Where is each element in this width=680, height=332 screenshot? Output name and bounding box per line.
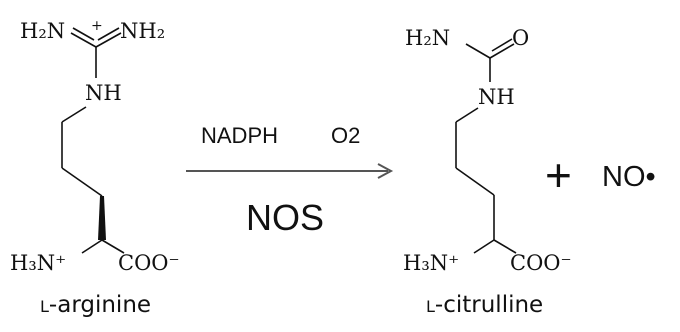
- enzyme-nos: NOS: [246, 197, 324, 238]
- arginine-bond-ca-nh3: [81, 239, 103, 254]
- citrulline-bond-ch2-ch2b: [455, 167, 495, 196]
- arginine-caption-smallcap: L: [40, 297, 49, 316]
- citrulline-carboxylate: COO⁻: [510, 251, 572, 275]
- citrulline-nh2: H₂N: [405, 26, 450, 50]
- cofactor-nadph: NADPH: [201, 123, 278, 148]
- arginine-nh2-right: NH₂: [120, 19, 165, 43]
- byproduct-no: NO•: [602, 161, 656, 193]
- citrulline-bond-c-o-double: [491, 38, 513, 52]
- arginine-bond-c-n-left-double: [72, 27, 95, 41]
- arginine-nh2-left: H₂N: [20, 19, 65, 43]
- arginine-carboxylate: COO⁻: [118, 251, 180, 275]
- arginine-bond-c-n-right: [95, 32, 122, 48]
- citrulline-bond-ca-nh3: [473, 239, 495, 254]
- arginine-structure: [61, 27, 125, 254]
- citrulline-bond-ca-coo: [493, 239, 517, 254]
- citrulline-bond-nh-ch2: [455, 107, 479, 123]
- arrow-head: [377, 163, 394, 179]
- arginine-charge: +: [91, 18, 103, 34]
- citrulline-caption-rest: -citrulline: [434, 292, 544, 318]
- citrulline-bond-n-c: [465, 43, 491, 59]
- citrulline-oxygen: O: [512, 26, 529, 50]
- citrulline-amine: H₃N⁺: [403, 251, 459, 275]
- cofactor-o2: O2: [331, 123, 360, 148]
- citrulline-caption-smallcap: L: [426, 297, 435, 316]
- arginine-amine: H₃N⁺: [10, 251, 66, 275]
- arginine-bond-ca-coo: [101, 239, 125, 254]
- arginine-caption: L-arginine: [40, 292, 151, 318]
- arginine-bond-c-n-left: [70, 32, 97, 48]
- arginine-caption-rest: -arginine: [48, 292, 152, 318]
- arginine-wedge-bond: [98, 196, 106, 240]
- arginine-bond-c-n-right-double: [97, 27, 120, 41]
- plus-sign: +: [545, 149, 572, 201]
- citrulline-nh: NH: [478, 85, 515, 109]
- citrulline-caption: L-citrulline: [426, 292, 543, 318]
- arginine-nh: NH: [85, 81, 122, 105]
- citrulline-structure: [455, 38, 517, 254]
- citrulline-bond-c-o: [489, 43, 515, 59]
- arginine-bond-ch2-ch2b: [61, 167, 103, 197]
- reaction-arrow: [186, 163, 394, 179]
- arginine-bond-nh-ch2: [61, 106, 87, 123]
